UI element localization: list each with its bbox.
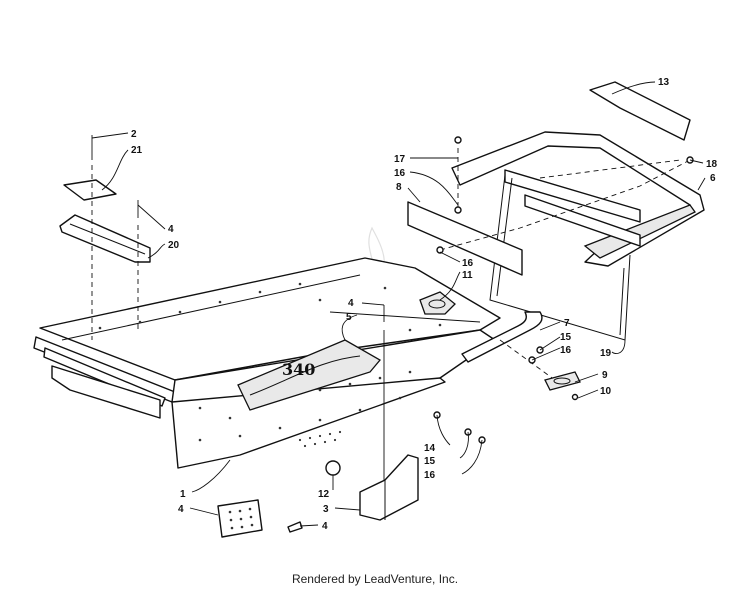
callout-5: 5	[346, 312, 352, 323]
callout-4a: 2	[131, 129, 137, 140]
bracket-top-left	[59, 135, 151, 340]
callout-10: 10	[600, 386, 612, 397]
side-decal: 340	[237, 339, 381, 411]
vent-grommet	[419, 291, 456, 315]
callout-11: 11	[462, 270, 473, 281]
rear-frame-assembly	[407, 81, 705, 341]
leader-lines	[91, 81, 706, 527]
hood-panel	[33, 257, 501, 469]
callout-9: 9	[602, 370, 608, 381]
render-credit: Rendered by LeadVenture, Inc.	[291, 572, 459, 586]
callout-13: 13	[658, 77, 670, 88]
callout-20: 20	[168, 240, 180, 251]
callout-8: 8	[396, 182, 402, 193]
knob	[325, 460, 341, 476]
callout-18: 18	[706, 159, 718, 170]
latch-plate	[544, 371, 581, 391]
callout-16a: 16	[394, 168, 406, 179]
callout-16d: 16	[424, 470, 436, 481]
callout-6: 6	[710, 173, 716, 184]
callout-19: 19	[600, 348, 612, 359]
callout-3: 4	[178, 504, 184, 515]
callout-labels: 2 21 4 20 4 5 11 13 17 16 8 18 6 16 7 15…	[131, 77, 718, 532]
callout-15a: 15	[560, 332, 572, 343]
callout-17: 17	[394, 154, 406, 165]
callout-2: 3	[323, 504, 329, 515]
callout-4d: 4	[322, 521, 328, 532]
callout-4c: 4	[348, 298, 354, 309]
callout-4b: 4	[168, 224, 174, 235]
callout-7: 7	[564, 318, 570, 329]
callout-21: 21	[131, 145, 143, 156]
callout-16c: 16	[560, 345, 572, 356]
mount-bracket	[359, 330, 419, 521]
callout-1: 1	[180, 489, 186, 500]
callout-12: 12	[318, 489, 330, 500]
callout-15b: 15	[424, 456, 436, 467]
mount-plate	[217, 499, 263, 538]
callout-14: 14	[424, 443, 436, 454]
handle-tube	[461, 311, 556, 381]
callout-16b: 16	[462, 258, 474, 269]
decal-logo-text: 340	[282, 360, 315, 379]
